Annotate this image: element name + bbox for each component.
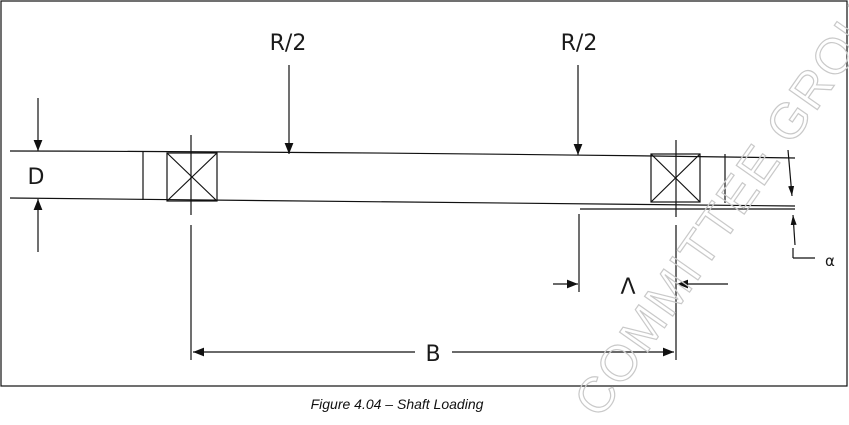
offset-dimension (553, 214, 728, 292)
offset-label: Λ (620, 275, 635, 300)
watermark: COMMITTEE GROUP (563, 0, 849, 425)
shaft (9, 150, 796, 210)
load-label-right: R/2 (561, 31, 598, 56)
angle-dimension (787, 149, 815, 259)
bearing-left (166, 135, 218, 215)
figure-caption: Figure 4.04 – Shaft Loading (311, 396, 484, 412)
figure-frame (0, 0, 848, 387)
span-dimension (190, 225, 677, 360)
diameter-label: D (28, 165, 45, 190)
angle-label: α (825, 252, 835, 270)
span-label: B (425, 342, 440, 367)
bearing-right (650, 140, 701, 217)
load-label-left: R/2 (270, 31, 307, 56)
